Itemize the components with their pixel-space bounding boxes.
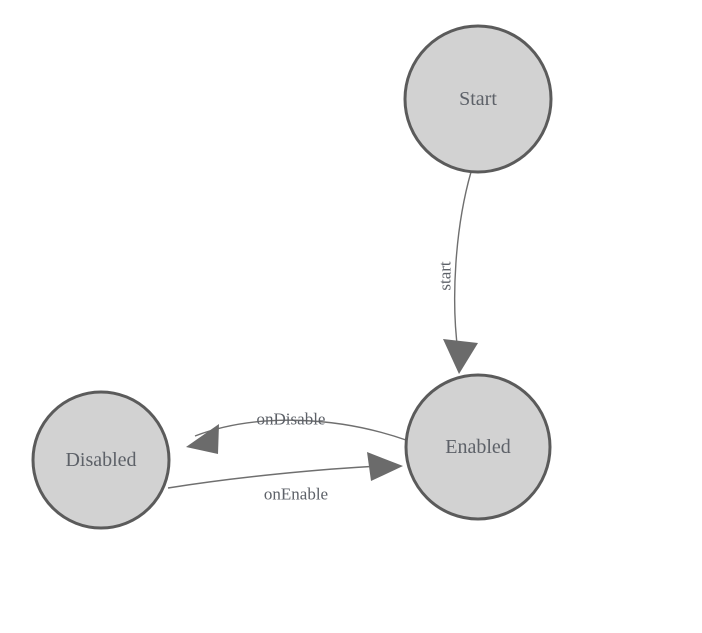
state-node-disabled-circle[interactable] [31, 390, 171, 530]
edge-enabled-to-disabled[interactable]: onDisable [186, 410, 407, 455]
edge-path-enabled-to-disabled [194, 419, 407, 441]
state-node-enabled-circle[interactable] [404, 373, 552, 521]
state-node-start[interactable]: Start [403, 24, 553, 174]
edge-disabled-to-enabled[interactable]: onEnable [167, 452, 403, 504]
arrowhead-disabled-to-enabled-icon [367, 452, 403, 481]
state-node-start-circle[interactable] [403, 24, 553, 174]
edge-path-start-to-enabled [454, 171, 472, 353]
edge-label-onenable: onEnable [264, 485, 328, 504]
edge-path-disabled-to-enabled [167, 465, 382, 489]
edge-label-start: start [436, 261, 455, 291]
arrowhead-enabled-to-disabled-icon [186, 424, 219, 454]
edge-start-to-enabled[interactable]: start [436, 171, 479, 374]
state-node-disabled[interactable]: Disabled [31, 390, 171, 530]
state-node-enabled[interactable]: Enabled [404, 373, 552, 521]
edge-label-ondisable: onDisable [257, 410, 326, 429]
arrowhead-start-to-enabled-icon [443, 339, 478, 374]
